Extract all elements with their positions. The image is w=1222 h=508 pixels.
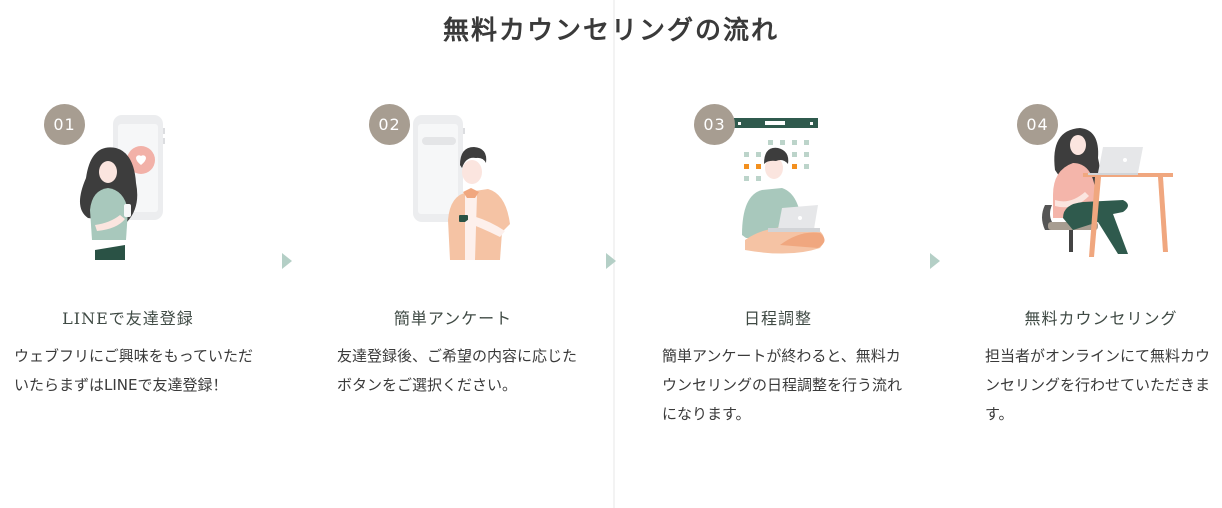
step-2: 02 簡単アンケート 友達登録後、ご希望の内容に応じたボタンをご選択ください。: [325, 100, 578, 500]
step-1: 01 LINEで友達登録 ウェブフリにご興味をもっていただいたらまずはLINEで…: [0, 100, 253, 500]
next-arrow-icon: [282, 253, 292, 269]
man-using-phone-illustration: [413, 115, 510, 260]
step-number-badge: 02: [369, 104, 410, 145]
step-number-badge: 01: [44, 104, 85, 145]
step-description: 友達登録後、ご希望の内容に応じたボタンをご選択ください。: [337, 347, 578, 394]
woman-with-phone-heart-illustration: [79, 115, 165, 260]
step-number-badge: 04: [1017, 104, 1058, 145]
step-title: LINEで友達登録: [62, 309, 194, 328]
step-description: ウェブフリにご興味をもっていただいたらまずはLINEで友達登録！: [14, 347, 253, 394]
step-number-badge: 03: [694, 104, 735, 145]
step-title: 簡単アンケート: [393, 309, 513, 328]
step-description: 簡単アンケートが終わると、無料カウンセリングの日程調整を行う流れになります。: [662, 347, 903, 423]
step-3: 03 日程調整 簡単アンケートが終わると、無料カウンセリングの日程調整を行う流れ…: [650, 100, 903, 500]
step-title: 無料カウンセリング: [1024, 309, 1178, 328]
man-with-laptop-calendar-illustration: [734, 118, 825, 254]
page-title: 無料カウンセリングの流れ: [442, 16, 779, 46]
step-4: 04 無料カウンセリング 担当者がオンラインにて無料カウンセリングを行わせていた…: [973, 100, 1222, 500]
step-description: 担当者がオンラインにて無料カウンセリングを行わせていただきます。: [985, 347, 1211, 423]
woman-at-desk-laptop-illustration: [1042, 128, 1173, 257]
next-arrow-icon: [930, 253, 940, 269]
step-title: 日程調整: [743, 309, 812, 328]
next-arrow-icon: [606, 253, 616, 269]
